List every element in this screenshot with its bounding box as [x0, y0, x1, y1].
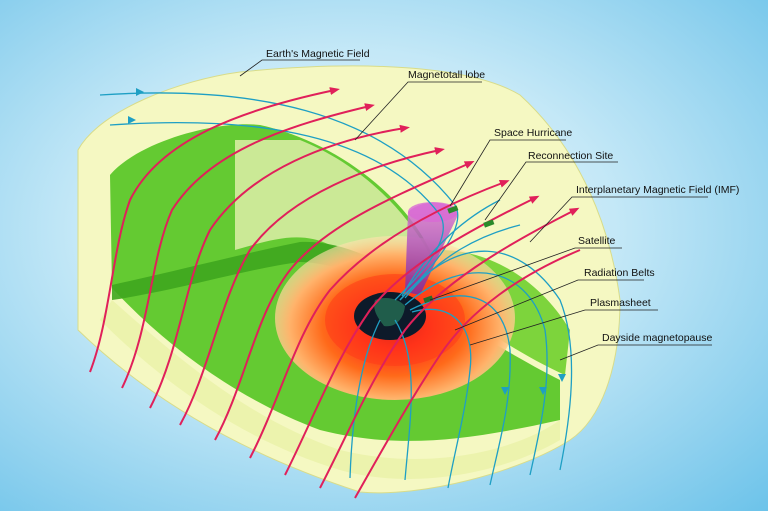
- label-imf: Interplanetary Magnetic Field (IMF): [576, 184, 739, 196]
- satellite-icon: [423, 205, 495, 304]
- label-reconnection-site: Reconnection Site: [528, 150, 613, 162]
- label-dayside-magnetopause: Dayside magnetopause: [602, 332, 712, 344]
- label-magnetotail-lobe: Magnetotall lobe: [408, 69, 485, 81]
- label-earths-magnetic-field: Earth's Magnetic Field: [266, 48, 370, 60]
- label-space-hurricane: Space Hurricane: [494, 127, 572, 139]
- earth-field-lines: [99, 92, 573, 489]
- label-radiation-belts: Radiation Belts: [584, 267, 655, 279]
- field-line-arrows: [128, 88, 566, 395]
- imf-lines: [89, 87, 581, 499]
- space-hurricane-funnel: [405, 202, 458, 295]
- leader-lines: [239, 59, 712, 361]
- lower-shell-face: [100, 300, 560, 479]
- earth-landmass: [374, 298, 405, 327]
- label-satellite: Satellite: [578, 235, 616, 247]
- label-plasmasheet: Plasmasheet: [590, 297, 651, 309]
